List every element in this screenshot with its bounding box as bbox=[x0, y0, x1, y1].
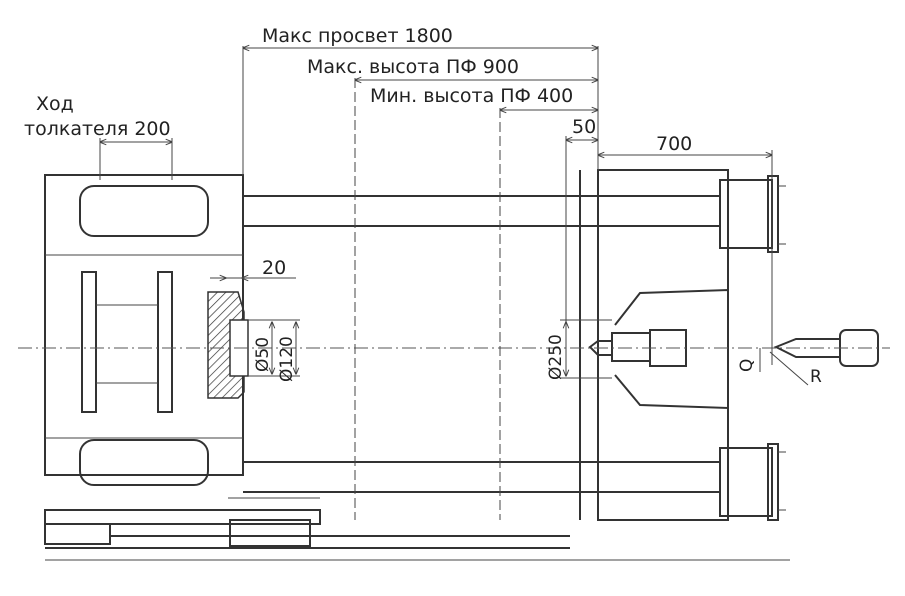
label-max-clearance: Макс просвет 1800 bbox=[262, 25, 453, 47]
base-foot-left bbox=[44, 523, 111, 545]
label-ejector-stroke-1: Ход bbox=[36, 93, 74, 115]
nozzle-holder bbox=[611, 332, 651, 362]
label-q: Q bbox=[737, 359, 757, 372]
fixed-platen bbox=[579, 169, 879, 521]
lower-tie-nut bbox=[719, 447, 773, 517]
ejector-plate-right bbox=[157, 271, 173, 413]
label-dia-120: Ø120 bbox=[277, 336, 297, 382]
label-max-mold-height: Макс. высота ПФ 900 bbox=[307, 56, 519, 78]
ejector-plate-left bbox=[81, 271, 97, 413]
dimension-labels: Макс просвет 1800 Макс. высота ПФ 900 Ми… bbox=[24, 25, 822, 387]
label-offset-20: 20 bbox=[262, 257, 286, 279]
upper-tie-housing bbox=[79, 185, 209, 237]
lower-nut-cap bbox=[767, 443, 779, 521]
dimension-lines bbox=[100, 46, 809, 520]
base-carriage bbox=[229, 519, 311, 547]
moving-platen-hub bbox=[207, 291, 249, 399]
label-offset-50: 50 bbox=[572, 116, 596, 138]
label-dia-50: Ø50 bbox=[253, 337, 273, 372]
upper-nut-cap bbox=[767, 175, 779, 253]
label-width-700: 700 bbox=[656, 133, 692, 155]
label-min-mold-height: Мин. высота ПФ 400 bbox=[370, 85, 573, 107]
label-ejector-stroke-2: толкателя 200 bbox=[24, 118, 171, 140]
injection-nozzle bbox=[773, 338, 841, 358]
machine-base bbox=[44, 497, 790, 561]
tie-bars bbox=[243, 195, 720, 493]
injection-funnel bbox=[614, 288, 729, 410]
leader-r bbox=[769, 351, 809, 386]
lower-tie-housing bbox=[79, 439, 209, 486]
label-r: R bbox=[810, 367, 822, 387]
fixed-platen-body bbox=[597, 169, 729, 521]
base-rail-top bbox=[44, 509, 321, 525]
label-dia-250: Ø250 bbox=[546, 334, 566, 380]
